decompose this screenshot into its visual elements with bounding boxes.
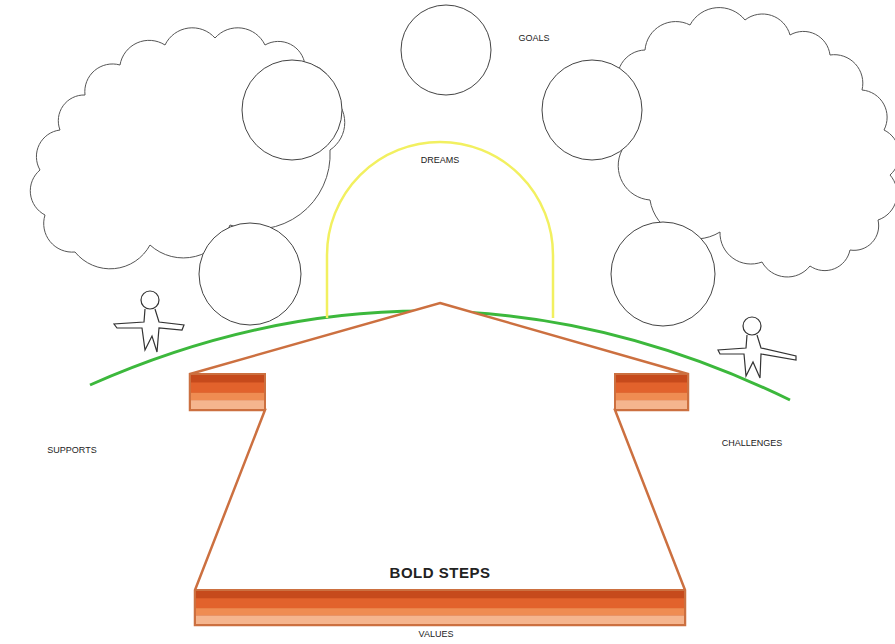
band-border	[190, 374, 265, 410]
layer-stripe	[196, 608, 684, 615]
goal-circle	[199, 223, 301, 325]
stick-figure	[718, 317, 796, 378]
layer-stripe	[196, 598, 684, 608]
arrow-outline-path	[190, 303, 688, 625]
layer-stripe	[196, 615, 684, 624]
bold-steps-title: BOLD STEPS	[387, 564, 494, 582]
layer-stripe	[616, 393, 687, 400]
layer-stripe	[616, 400, 687, 409]
band-border	[195, 590, 685, 625]
cloud	[30, 28, 344, 269]
supports-label: SUPPORTS	[47, 445, 96, 456]
goals-label: GOALS	[518, 33, 549, 44]
goal-circle	[401, 5, 491, 95]
goal-circle	[611, 222, 715, 326]
dreams-title: DREAMS	[418, 155, 463, 166]
layer-stripe	[196, 591, 684, 624]
layer-stripe	[191, 400, 264, 409]
layer-stripe	[191, 375, 264, 409]
band-border	[615, 374, 688, 410]
stick-figure	[114, 291, 184, 352]
values-label: VALUES	[419, 629, 454, 640]
dreams-sun	[327, 142, 553, 318]
layer-stripe	[616, 382, 687, 392]
dreams-arch: DREAMS	[322, 137, 558, 318]
goal-circle	[542, 60, 642, 160]
goal-circle	[242, 60, 342, 160]
layer-stripe	[191, 382, 264, 392]
bold-steps-arrow: BOLD STEPS	[185, 298, 695, 630]
challenges-label: CHALLENGES	[722, 438, 783, 449]
layer-stripe	[616, 375, 687, 409]
layer-stripe	[191, 393, 264, 400]
